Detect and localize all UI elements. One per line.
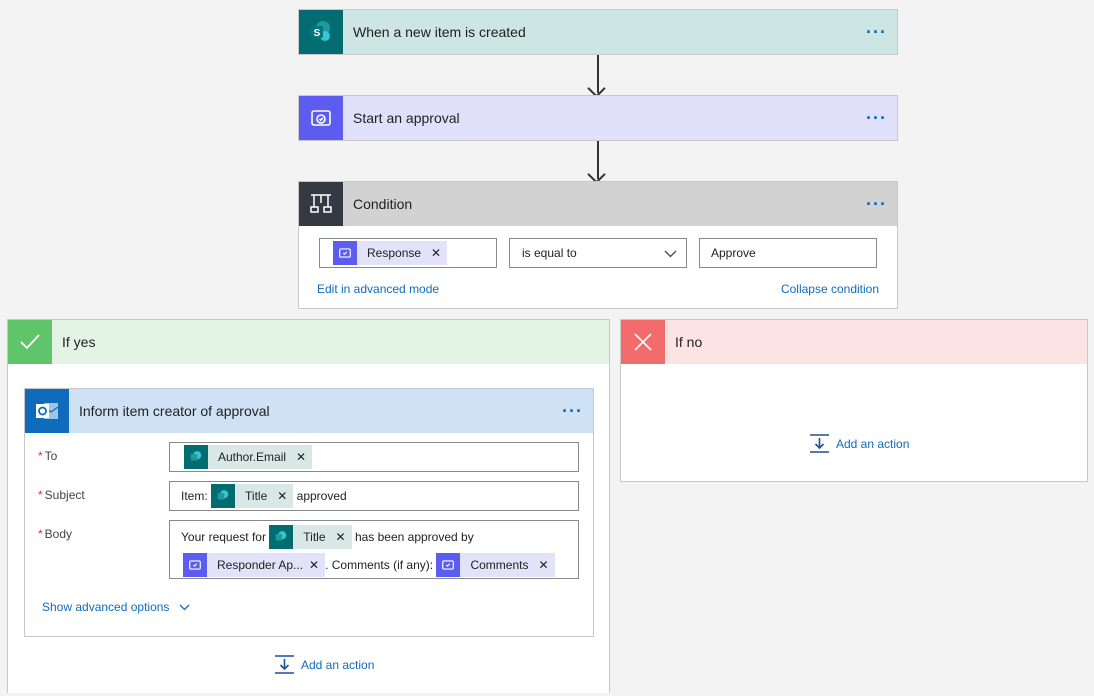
if-no-branch[interactable]: If no Add an action [620, 319, 1088, 482]
trigger-header[interactable]: S When a new item is created ··· [299, 10, 897, 54]
comments-token[interactable]: Comments ✕ [436, 552, 555, 577]
inform-creator-card[interactable]: Inform item creator of approval ··· *To … [24, 388, 594, 637]
collapse-condition-link[interactable]: Collapse condition [780, 282, 879, 296]
approval-icon [299, 96, 343, 140]
show-advanced-label: Show advanced options [42, 600, 170, 614]
subject-title-token[interactable]: Title ✕ [211, 484, 294, 508]
sharepoint-icon [184, 445, 208, 469]
remove-token-button[interactable]: ✕ [538, 557, 549, 572]
remove-token-button[interactable]: ✕ [335, 529, 346, 544]
body-title-label: Title [303, 529, 326, 544]
trigger-more-button[interactable]: ··· [866, 22, 887, 42]
to-field[interactable]: Author.Email ✕ [169, 442, 579, 472]
connector-arrow [597, 141, 599, 179]
trigger-card[interactable]: S When a new item is created ··· [298, 9, 898, 55]
if-yes-add-action-label: Add an action [301, 657, 375, 672]
responder-token[interactable]: Responder Ap... ✕ [183, 552, 326, 577]
inform-creator-header[interactable]: Inform item creator of approval ··· [25, 389, 593, 433]
body-label: *Body [38, 527, 73, 541]
remove-token-button[interactable]: ✕ [309, 557, 320, 572]
subject-prefix: Item: [181, 489, 208, 503]
remove-token-button[interactable]: ✕ [277, 489, 288, 503]
approval-icon [333, 241, 357, 265]
response-token[interactable]: Response ✕ [333, 241, 448, 265]
checkmark-icon [8, 320, 52, 364]
approval-card[interactable]: Start an approval ··· [298, 95, 898, 141]
connector-arrow [597, 55, 599, 93]
inform-creator-more-button[interactable]: ··· [562, 401, 583, 421]
body-text-2: has been approved by [354, 529, 474, 544]
condition-more-button[interactable]: ··· [866, 194, 887, 214]
approval-icon [183, 552, 207, 577]
subject-field[interactable]: Item: Title ✕ approved [169, 481, 579, 511]
condition-header[interactable]: Condition ··· [299, 182, 897, 226]
right-value: Approve [711, 246, 756, 260]
sharepoint-icon [211, 484, 236, 508]
condition-left-operand[interactable]: Response ✕ [319, 238, 497, 268]
subject-label: *Subject [38, 488, 85, 502]
if-yes-add-action-button[interactable]: Add an action [274, 654, 374, 675]
comments-token-label: Comments [470, 557, 529, 572]
approval-icon [436, 552, 461, 577]
condition-title: Condition [353, 196, 413, 212]
approval-more-button[interactable]: ··· [866, 108, 887, 128]
if-no-add-action-label: Add an action [836, 436, 910, 451]
condition-card[interactable]: Condition ··· Response ✕ is equal to App… [298, 181, 898, 309]
operator-value: is equal to [522, 246, 577, 260]
if-yes-title: If yes [62, 334, 96, 350]
body-line-2: Responder Ap... ✕ . Comments (if any): C… [183, 550, 578, 578]
outlook-icon [25, 389, 69, 433]
author-email-label: Author.Email [218, 450, 287, 464]
remove-token-button[interactable]: ✕ [431, 246, 442, 260]
subject-suffix: approved [296, 489, 347, 503]
chevron-down-icon [179, 604, 190, 610]
condition-right-operand[interactable]: Approve [699, 238, 877, 268]
inform-creator-title: Inform item creator of approval [79, 403, 270, 419]
if-yes-header[interactable]: If yes [8, 320, 609, 364]
if-no-title: If no [675, 334, 703, 350]
condition-icon [299, 182, 343, 226]
add-action-icon [810, 434, 829, 453]
trigger-title: When a new item is created [353, 24, 526, 40]
approval-title: Start an approval [353, 110, 460, 126]
author-email-token[interactable]: Author.Email ✕ [184, 445, 313, 469]
chevron-down-icon [664, 250, 677, 258]
body-field[interactable]: Your request for Title ✕ has been approv… [169, 520, 579, 579]
to-label: *To [38, 449, 58, 463]
if-no-header[interactable]: If no [621, 320, 1087, 364]
body-line-1: Your request for Title ✕ has been approv… [181, 522, 578, 550]
subject-title-label: Title [245, 489, 268, 503]
close-icon [621, 320, 665, 364]
body-title-token[interactable]: Title ✕ [269, 524, 352, 549]
if-no-add-action-button[interactable]: Add an action [809, 433, 909, 454]
body-text-3: . Comments (if any): [325, 557, 434, 572]
responder-token-label: Responder Ap... [217, 557, 304, 572]
sharepoint-icon: S [299, 10, 343, 54]
approval-header[interactable]: Start an approval ··· [299, 96, 897, 140]
add-action-icon [275, 655, 294, 674]
body-text-1: Your request for [181, 529, 266, 544]
svg-text:S: S [314, 28, 321, 39]
if-yes-branch[interactable]: If yes Inform item creator of approval ·… [7, 319, 610, 693]
condition-operator-select[interactable]: is equal to [509, 238, 687, 268]
sharepoint-icon [269, 524, 294, 549]
remove-token-button[interactable]: ✕ [296, 450, 307, 464]
show-advanced-options-link[interactable]: Show advanced options [42, 600, 190, 614]
response-token-label: Response [367, 246, 422, 260]
edit-advanced-mode-link[interactable]: Edit in advanced mode [317, 282, 440, 296]
